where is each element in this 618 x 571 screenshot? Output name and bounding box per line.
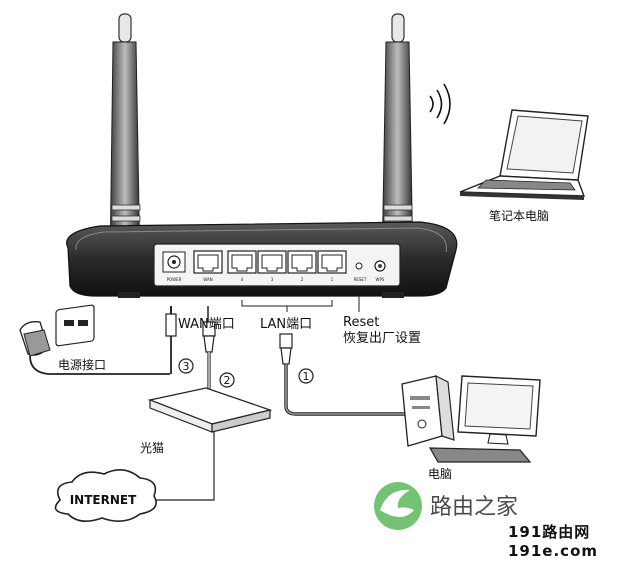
lan-port-1-label: 1 (331, 277, 334, 282)
power-cable: 3 (165, 306, 194, 374)
lan-cable: LAN端口 1 (260, 317, 414, 416)
watermark-line2: 191e.com (508, 542, 598, 560)
step-3-badge (178, 358, 194, 374)
laptop-icon: 笔记本电脑 (459, 109, 589, 223)
optical-modem: 光猫 (140, 387, 273, 501)
right-antenna (381, 13, 414, 269)
wps-button[interactable]: WPS (374, 260, 386, 282)
reset-title: Reset (343, 315, 379, 330)
reset-callout: Reset 恢复出厂设置 (343, 296, 421, 346)
watermark: 路由之家 191路由网 191e.com (374, 482, 598, 560)
lan-port-3-label: 3 (271, 277, 274, 282)
watermark-line1: 191路由网 (508, 523, 590, 541)
power-interface-label: 电源接口 (58, 357, 106, 372)
desktop-computer-icon: 电脑 (401, 374, 541, 481)
reset-description: 恢复出厂设置 (343, 331, 421, 346)
watermark-name: 路由之家 (430, 495, 518, 520)
power-port[interactable]: POWER (162, 251, 186, 282)
lan-port-callout: LAN端口 (260, 317, 312, 332)
wan-port[interactable]: WAN (193, 250, 223, 282)
wan-port-label: WAN (203, 277, 212, 282)
wps-button-label: WPS (376, 277, 385, 282)
step-2-number: 2 (224, 374, 231, 387)
step-1-number: 1 (303, 370, 310, 383)
laptop-label: 笔记本电脑 (489, 208, 549, 223)
step-3-number: 3 (183, 360, 190, 373)
router: POWER WAN 4 3 2 1 (66, 13, 458, 312)
lan-port-4-label: 4 (241, 277, 244, 282)
reset-button-label: RESET (354, 277, 367, 282)
power-port-label: POWER (167, 277, 182, 282)
internet-label: INTERNET (70, 493, 137, 507)
wan-port-callout: WAN端口 (178, 317, 235, 332)
lan-port-2[interactable]: 2 (287, 250, 317, 282)
reset-button[interactable]: RESET (354, 262, 367, 282)
watermark-logo-icon (374, 482, 422, 530)
lan-port-3[interactable]: 3 (257, 250, 287, 282)
lan-port-4[interactable]: 4 (227, 250, 257, 282)
desktop-label: 电脑 (428, 467, 452, 481)
internet-cloud: INTERNET (54, 469, 157, 522)
step-1-badge (298, 368, 314, 384)
lan-port-1[interactable]: 1 (317, 250, 347, 282)
wan-cable: 2 WAN端口 (178, 306, 235, 396)
lan-bracket (241, 300, 333, 307)
power-adapter: 电源接口 (19, 304, 170, 375)
lan-port-2-label: 2 (301, 277, 304, 282)
step-2-badge (219, 372, 235, 388)
modem-label: 光猫 (140, 441, 164, 455)
wifi-signal-icon (429, 83, 451, 125)
